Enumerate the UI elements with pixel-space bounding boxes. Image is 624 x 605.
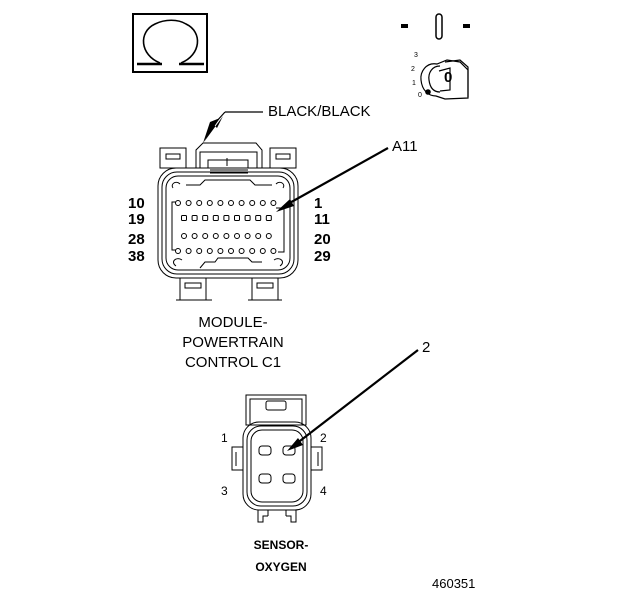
pcm-right-label-20: 20 bbox=[314, 231, 331, 248]
pcm-pin-13 bbox=[244, 215, 251, 221]
pcm-pin-14 bbox=[234, 215, 240, 221]
pcm-pin-23 bbox=[234, 233, 240, 239]
pcm-pin-5 bbox=[228, 200, 234, 206]
pcm-left-label-10: 10 bbox=[128, 195, 145, 212]
pcm-pin-grid bbox=[175, 200, 277, 254]
pcm-right-label-11: 11 bbox=[314, 211, 330, 228]
figure-number: 460351 bbox=[432, 576, 476, 591]
pcm-pin-19 bbox=[181, 215, 187, 221]
pcm-title-line-1: MODULE- bbox=[198, 314, 268, 331]
pcm-pin-15 bbox=[223, 215, 230, 221]
pcm-right-label-29: 29 bbox=[314, 248, 331, 265]
pcm-pin-9 bbox=[185, 200, 192, 206]
pcm-pin-21 bbox=[255, 233, 262, 239]
ignition-position-3: 3 bbox=[414, 52, 418, 59]
pcm-pin-3 bbox=[249, 200, 256, 206]
pcm-pin-8 bbox=[196, 200, 203, 206]
pcm-pin-38 bbox=[175, 248, 181, 254]
pcm-pin-31 bbox=[249, 248, 256, 254]
pcm-pin-4 bbox=[238, 200, 245, 206]
o2-connector-title: SENSOR- OXYGEN bbox=[236, 534, 326, 578]
ohm-meter-icon bbox=[132, 13, 208, 73]
pcm-pin-10 bbox=[175, 200, 181, 206]
ignition-off-icon bbox=[401, 13, 470, 100]
pin-a11-callout-label: A11 bbox=[392, 138, 418, 155]
ignition-position-1: 1 bbox=[412, 80, 416, 87]
o2-pin-1 bbox=[258, 445, 272, 456]
pcm-pin-28 bbox=[181, 233, 187, 239]
pcm-title-line-2: POWERTRAIN bbox=[182, 334, 284, 351]
pcm-pin-1 bbox=[270, 200, 277, 206]
o2-title-line-1: SENSOR- bbox=[253, 538, 309, 552]
pcm-connector-title: MODULE- POWERTRAIN CONTROL C1 bbox=[168, 313, 298, 373]
pcm-pin-16 bbox=[212, 215, 219, 221]
o2-pin-label-3: 3 bbox=[221, 484, 228, 498]
pcm-pin-27 bbox=[191, 233, 198, 239]
o2-pin-label-4: 4 bbox=[320, 484, 327, 498]
pcm-title-line-3: CONTROL C1 bbox=[184, 354, 282, 371]
pcm-pin-6 bbox=[217, 200, 224, 206]
pcm-pin-18 bbox=[191, 215, 198, 221]
ignition-key-icon bbox=[420, 59, 469, 100]
o2-pin-label-2: 2 bbox=[320, 431, 327, 445]
pcm-pin-37 bbox=[185, 248, 192, 254]
pcm-pin-25 bbox=[212, 233, 219, 239]
pcm-pin-35 bbox=[206, 248, 213, 254]
pcm-pin-33 bbox=[228, 248, 234, 254]
pcm-pin-22 bbox=[244, 233, 251, 239]
ignition-position-2: 2 bbox=[411, 66, 415, 73]
pcm-pin-12 bbox=[255, 215, 262, 221]
ignition-key-label: 0 bbox=[444, 69, 453, 86]
pcm-connector-c1 bbox=[157, 142, 299, 301]
pcm-pin-11 bbox=[265, 215, 272, 221]
pcm-pin-29 bbox=[270, 248, 277, 254]
pcm-left-label-28: 28 bbox=[128, 231, 145, 248]
o2-pin-4 bbox=[282, 473, 296, 484]
pcm-pin-36 bbox=[196, 248, 203, 254]
ignition-position-0: 0 bbox=[418, 92, 422, 99]
pcm-pin-30 bbox=[259, 248, 266, 254]
pcm-pin-32 bbox=[238, 248, 245, 254]
color-callout-leader bbox=[203, 111, 263, 143]
pcm-right-label-1: 1 bbox=[314, 195, 323, 212]
oxygen-sensor-connector bbox=[231, 394, 323, 523]
o2-pin-2 bbox=[282, 445, 296, 456]
pcm-pin-7 bbox=[206, 200, 213, 206]
color-callout-label: BLACK/BLACK bbox=[268, 103, 371, 120]
pcm-pin-2 bbox=[259, 200, 266, 206]
o2-pin2-callout-label: 2 bbox=[422, 339, 431, 356]
o2-pin-3 bbox=[258, 473, 272, 484]
pcm-pin-20 bbox=[265, 233, 272, 239]
o2-title-line-2: OXYGEN bbox=[255, 560, 307, 574]
pcm-pin-26 bbox=[202, 233, 209, 239]
o2-pin2-callout-leader bbox=[287, 349, 419, 451]
a11-callout-leader bbox=[276, 147, 389, 212]
pcm-left-label-38: 38 bbox=[128, 248, 145, 265]
pcm-pin-24 bbox=[223, 233, 230, 239]
pcm-pin-34 bbox=[217, 248, 224, 254]
pcm-left-label-19: 19 bbox=[128, 211, 145, 228]
pcm-pin-17 bbox=[202, 215, 209, 221]
o2-pin-label-1: 1 bbox=[221, 431, 228, 445]
